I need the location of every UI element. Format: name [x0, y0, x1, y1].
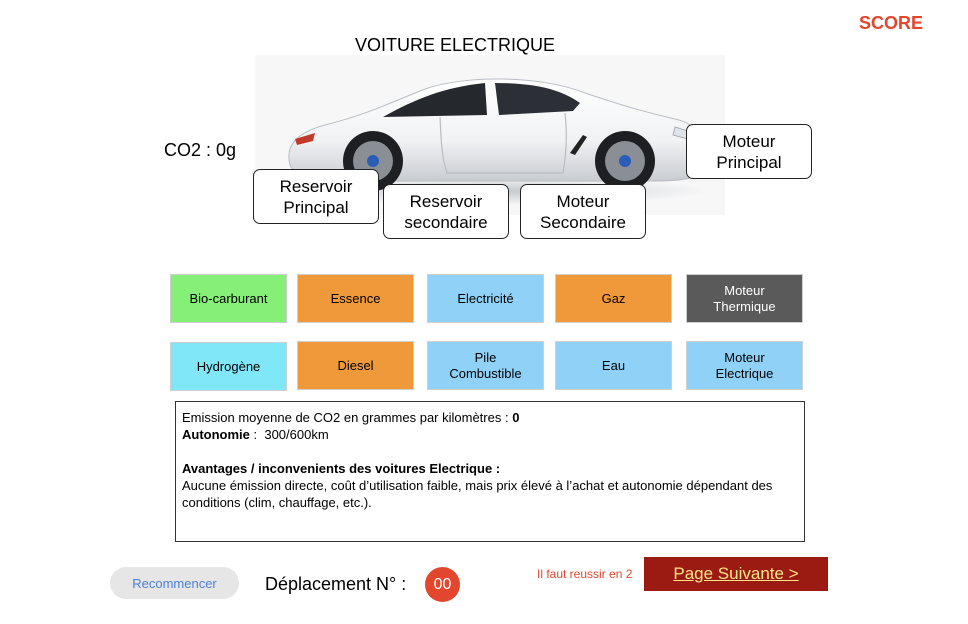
- autonomy-label: Autonomie: [182, 427, 250, 442]
- co2-readout: CO2 : 0g: [164, 140, 237, 160]
- restart-button[interactable]: Recommencer: [110, 567, 239, 599]
- tile-gaz[interactable]: Gaz: [555, 274, 672, 323]
- emission-value: 0: [512, 410, 520, 425]
- moves-counter-badge: 00: [425, 567, 460, 602]
- slot-moteur-secondaire[interactable]: Moteur Secondaire: [520, 184, 646, 239]
- tile-pile-combustible[interactable]: Pile Combustible: [427, 341, 544, 390]
- tile-eau[interactable]: Eau: [555, 341, 672, 390]
- autonomy-value: : 300/600km: [249, 427, 329, 442]
- score-label: SCORE: [859, 13, 924, 33]
- slot-reservoir-secondaire[interactable]: Reservoir secondaire: [383, 184, 509, 239]
- slot-moteur-principal[interactable]: Moteur Principal: [686, 124, 812, 179]
- tile-diesel[interactable]: Diesel: [297, 341, 414, 390]
- success-notice: Il faut reussir en 2: [537, 567, 633, 581]
- emission-label: Emission moyenne de CO2 en grammes par k…: [182, 410, 513, 425]
- moves-label: Déplacement N° :: [265, 574, 407, 594]
- next-page-button[interactable]: Page Suivante >: [644, 557, 828, 591]
- tile-electricite[interactable]: Electricité: [427, 274, 544, 323]
- tile-bio-carburant[interactable]: Bio-carburant: [170, 274, 287, 323]
- tile-moteur-thermique[interactable]: Moteur Thermique: [686, 274, 803, 323]
- tile-moteur-electrique[interactable]: Moteur Electrique: [686, 341, 803, 390]
- slot-reservoir-principal[interactable]: Reservoir Principal: [253, 169, 379, 224]
- emission-line: Emission moyenne de CO2 en grammes par k…: [182, 409, 798, 426]
- pros-cons-text: Aucune émission directe, coût d’utilisat…: [182, 478, 773, 510]
- info-panel: Emission moyenne de CO2 en grammes par k…: [175, 401, 805, 542]
- pros-cons-title: Avantages / inconvenients des voitures E…: [182, 461, 501, 476]
- tile-essence[interactable]: Essence: [297, 274, 414, 323]
- tile-hydrogene[interactable]: Hydrogène: [170, 342, 287, 391]
- page-title: VOITURE ELECTRIQUE: [355, 35, 556, 55]
- autonomy-line: Autonomie : 300/600km: [182, 426, 798, 443]
